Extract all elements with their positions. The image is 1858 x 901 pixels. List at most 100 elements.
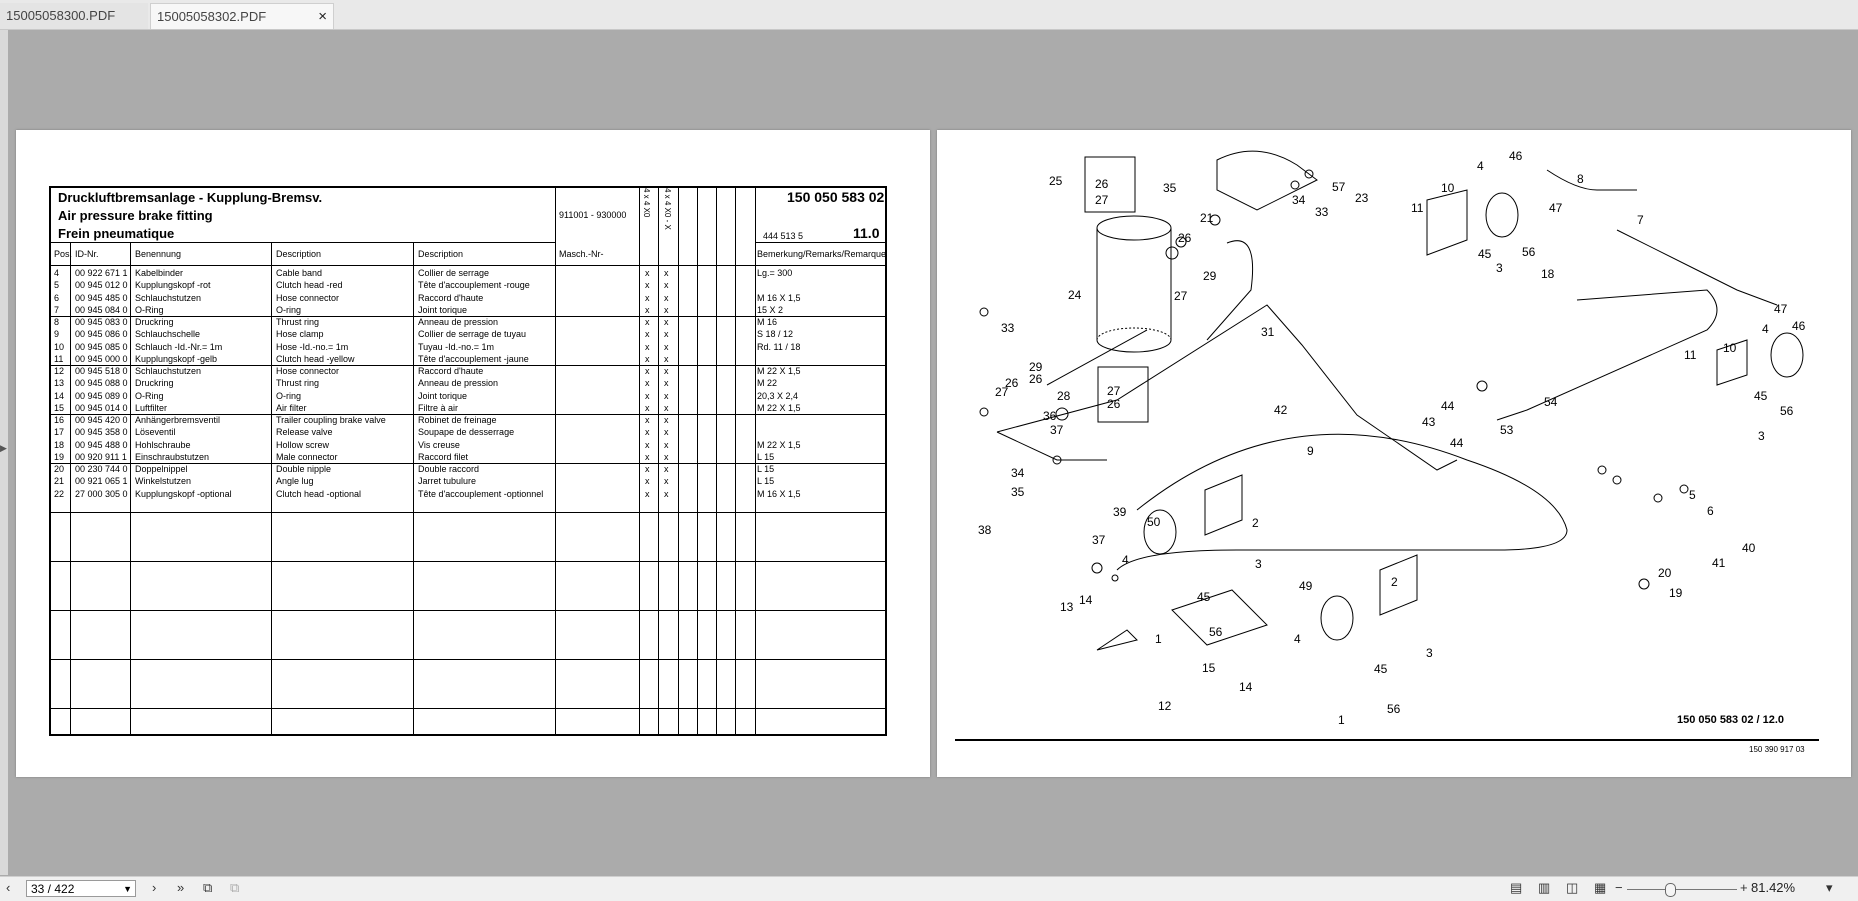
cell-c2: x — [664, 476, 669, 487]
zoom-in-icon[interactable]: + — [1740, 880, 1748, 895]
cell-rem: M 22 — [757, 378, 778, 389]
cell-en: O-ring — [276, 304, 302, 315]
last-page-icon[interactable]: » — [177, 880, 185, 895]
cell-c1: x — [645, 488, 650, 499]
svg-text:50: 50 — [1147, 515, 1161, 529]
cell-en: Release valve — [276, 427, 333, 438]
tab-15005058302[interactable]: 15005058302.PDF × — [150, 3, 334, 29]
svg-text:2: 2 — [1252, 516, 1259, 530]
close-icon[interactable]: × — [318, 8, 327, 25]
group-divider — [51, 414, 885, 415]
svg-text:1: 1 — [1155, 632, 1162, 646]
zoom-slider-handle[interactable] — [1665, 883, 1676, 897]
divider — [51, 265, 885, 266]
cell-id: 00 945 000 0 — [75, 353, 128, 364]
cell-fr: Tête d'accouplement -jaune — [418, 353, 529, 364]
expand-panel-icon[interactable]: ▶ — [0, 443, 7, 453]
side-panel-collapsed[interactable] — [0, 30, 8, 875]
cell-c1: x — [645, 378, 650, 389]
cell-de: O-Ring — [135, 390, 164, 401]
svg-text:8: 8 — [1577, 172, 1584, 186]
page-number-input[interactable]: 33 / 422 ▼ — [26, 880, 136, 897]
cell-rem: M 16 X 1,5 — [757, 292, 801, 303]
cell-de: Druckring — [135, 378, 174, 389]
two-page-view-icon[interactable]: ◫ — [1566, 880, 1579, 895]
cell-rem: L 15 — [757, 464, 775, 474]
svg-text:46: 46 — [1509, 149, 1523, 163]
svg-text:56: 56 — [1387, 702, 1401, 716]
title-fr: Frein pneumatique — [58, 226, 175, 241]
chevron-down-icon[interactable]: ▼ — [123, 884, 132, 894]
header-description-en: Description — [276, 249, 322, 259]
header-masch-nr: Masch.-Nr- — [559, 249, 604, 259]
svg-text:4: 4 — [1294, 632, 1301, 646]
col-divider — [658, 188, 659, 736]
tab-15005058300[interactable]: 15005058300.PDF — [0, 3, 148, 29]
single-page-view-icon[interactable]: ▤ — [1510, 880, 1523, 895]
air-tank-icon — [1096, 215, 1172, 353]
svg-text:12: 12 — [1158, 699, 1172, 713]
cell-c1: x — [645, 439, 650, 450]
cell-fr: Raccord filet — [418, 451, 469, 462]
svg-text:45: 45 — [1754, 389, 1768, 403]
svg-text:20: 20 — [1658, 566, 1672, 580]
page-parts-list: Druckluftbremsanlage - Kupplung-Bremsv. … — [16, 130, 930, 777]
header-benennung: Benennung — [135, 249, 182, 259]
svg-text:49: 49 — [1299, 579, 1313, 593]
zoom-out-icon[interactable]: − — [1615, 880, 1623, 895]
cell-c1: x — [645, 292, 650, 303]
cell-fr: Tête d'accouplement -optionnel — [418, 488, 544, 499]
cell-pos: 22 — [54, 488, 65, 499]
svg-text:4: 4 — [1477, 159, 1484, 173]
cell-pos: 10 — [54, 341, 65, 352]
zoom-dropdown-icon[interactable]: ▾ — [1826, 880, 1833, 895]
svg-text:4: 4 — [1122, 553, 1129, 567]
cell-c2: x — [664, 378, 669, 389]
prev-page-icon[interactable]: ‹ — [6, 880, 11, 895]
cell-c1: x — [645, 353, 650, 364]
page-number-value: 33 / 422 — [31, 882, 75, 896]
cell-pos: 9 — [54, 329, 60, 340]
cell-de: Doppelnippel — [135, 464, 188, 474]
copy-disabled-icon[interactable]: ⧉ — [230, 880, 240, 895]
thumbnail-view-icon[interactable]: ▦ — [1594, 880, 1607, 895]
cell-c1: x — [645, 476, 650, 487]
tab-label: 15005058302.PDF — [157, 9, 267, 24]
svg-text:29: 29 — [1029, 360, 1043, 374]
svg-text:6: 6 — [1707, 504, 1714, 518]
cell-pos: 8 — [54, 317, 60, 327]
header-description-fr: Description — [418, 249, 464, 259]
cell-rem: 20,3 X 2,4 — [757, 390, 799, 401]
zoom-slider[interactable] — [1627, 889, 1737, 890]
cell-de: Schlauchstutzen — [135, 366, 202, 376]
cell-de: Kupplungskopf -rot — [135, 280, 211, 291]
cell-en: Clutch head -red — [276, 280, 343, 291]
cell-de: Schlauchstutzen — [135, 292, 202, 303]
zoom-level: 81.42% — [1751, 880, 1796, 895]
cell-en: Male connector — [276, 451, 338, 462]
cell-de: Kupplungskopf -gelb — [135, 353, 218, 364]
next-page-icon[interactable]: › — [152, 880, 157, 895]
cell-fr: Collier de serrage de tuyau — [418, 329, 527, 340]
svg-text:26: 26 — [1107, 397, 1121, 411]
cell-id: 00 945 014 0 — [75, 402, 128, 413]
cell-c2: x — [664, 415, 669, 425]
svg-text:56: 56 — [1522, 245, 1536, 259]
copy-icon[interactable]: ⧉ — [203, 880, 213, 895]
cell-id: 00 945 358 0 — [75, 427, 128, 438]
cell-c2: x — [664, 329, 669, 340]
col-divider — [735, 188, 736, 736]
svg-text:23: 23 — [1355, 191, 1369, 205]
svg-text:26: 26 — [1095, 177, 1109, 191]
continuous-view-icon[interactable]: ▥ — [1538, 880, 1551, 895]
cell-c1: x — [645, 329, 650, 340]
cell-c2: x — [664, 439, 669, 450]
cell-de: Hohlschraube — [135, 439, 191, 450]
svg-text:37: 37 — [1092, 533, 1106, 547]
cell-en: Hose connector — [276, 366, 340, 376]
